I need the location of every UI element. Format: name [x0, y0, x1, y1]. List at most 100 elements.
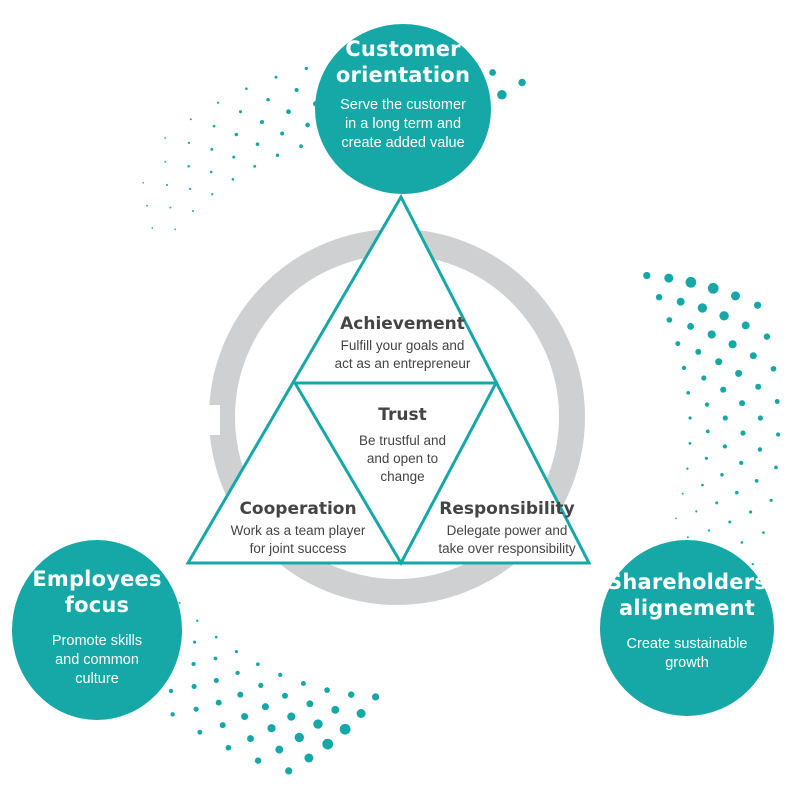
halftone-dot: [518, 78, 526, 87]
halftone-dot: [688, 442, 692, 445]
halftone-dot: [238, 110, 243, 114]
halftone-dot: [762, 531, 765, 534]
halftone-dot: [219, 722, 226, 729]
achievement-desc-line: act as an entrepreneur: [334, 356, 471, 371]
halftone-dot: [740, 541, 744, 544]
halftone-dot: [643, 271, 651, 280]
halftone-dot: [707, 529, 711, 532]
halftone-dot: [686, 536, 689, 539]
halftone-dot: [749, 510, 753, 514]
halftone-dot: [191, 683, 197, 689]
halftone-dot: [165, 183, 169, 187]
halftone-dot: [707, 330, 716, 339]
halftone-dot: [253, 164, 257, 168]
employees-focus-title-line1: Employees: [32, 567, 162, 591]
halftone-dot: [741, 321, 750, 330]
halftone-dot: [168, 688, 174, 694]
halftone-dot: [740, 430, 746, 436]
customer-orientation-desc-line: Serve the customer: [340, 97, 466, 113]
customer-orientation-title-line1: Customer: [345, 37, 461, 61]
halftone-dot: [241, 712, 249, 721]
halftone-dot: [187, 164, 190, 168]
halftone-dot: [686, 390, 691, 395]
halftone-dot: [234, 650, 238, 654]
halftone-dot: [209, 170, 213, 174]
halftone-dot: [245, 87, 248, 90]
halftone-dot: [278, 672, 283, 678]
halftone-dot: [707, 282, 719, 294]
customer-orientation-title-line2: orientation: [335, 63, 471, 87]
cooperation-section: Cooperation Work as a team player for jo…: [204, 498, 392, 558]
halftone-dot: [266, 97, 270, 102]
halftone-dot: [686, 467, 689, 470]
halftone-dot: [371, 693, 380, 701]
ring-gap: [180, 405, 220, 435]
halftone-dot: [722, 415, 728, 421]
halftone-dot: [286, 109, 291, 115]
halftone-dot: [151, 227, 154, 229]
halftone-dot: [664, 273, 674, 283]
employees-focus-title-line2: focus: [64, 593, 130, 617]
halftone-dot: [187, 141, 191, 145]
halftone-dot: [757, 415, 763, 421]
halftone-dot: [237, 691, 244, 698]
halftone-dot: [306, 700, 314, 708]
halftone-dot: [704, 456, 708, 460]
employees-focus-description: Promote skills and common culture: [12, 632, 182, 689]
halftone-dot: [739, 460, 744, 466]
halftone-dot: [304, 66, 308, 71]
halftone-dot: [142, 181, 145, 184]
halftone-dot: [769, 498, 773, 502]
halftone-dot: [774, 465, 778, 470]
customer-orientation-description: Serve the customer in a long term and cr…: [315, 96, 491, 153]
halftone-dot: [695, 348, 702, 355]
halftone-dot: [722, 444, 728, 449]
halftone-dot: [164, 137, 166, 139]
trust-desc-line: and open to: [366, 451, 439, 466]
shareholders-alignement-title-line1: Shareholders: [607, 570, 767, 594]
halftone-dot: [324, 687, 330, 693]
halftone-dot: [170, 712, 175, 717]
halftone-dot: [232, 155, 236, 159]
trust-section: Trust Be trustful and and open to change: [330, 404, 475, 486]
halftone-dot: [719, 311, 729, 321]
halftone-dot: [305, 122, 310, 128]
halftone-dot: [705, 429, 710, 434]
shareholders-alignement-title-line2: alignement: [619, 596, 755, 620]
halftone-dot: [214, 635, 218, 639]
halftone-dot: [280, 131, 285, 136]
halftone-dot: [255, 142, 260, 146]
halftone-dot: [287, 712, 296, 721]
halftone-dot: [753, 301, 762, 309]
cooperation-title: Cooperation: [239, 499, 357, 519]
halftone-dot: [231, 178, 235, 181]
halftone-dot: [169, 206, 172, 209]
halftone-dot: [300, 681, 306, 686]
halftone-dot: [193, 706, 199, 712]
halftone-dot: [697, 303, 708, 313]
halftone-dot: [751, 562, 754, 566]
halftone-dot: [681, 365, 687, 371]
halftone-dot: [715, 358, 723, 366]
halftone-dot: [188, 187, 192, 191]
customer-orientation-desc-line: in a long term and: [344, 116, 462, 132]
halftone-dot: [731, 291, 740, 301]
halftone-dot: [254, 757, 262, 764]
halftone-dot: [757, 447, 763, 452]
halftone-dot: [197, 729, 203, 735]
halftone-dot: [685, 276, 697, 288]
halftone-dot: [212, 124, 216, 128]
halftone-dot: [261, 703, 269, 711]
shareholders-alignement-desc-line: growth: [665, 655, 709, 671]
cooperation-desc-line: for joint success: [249, 541, 347, 556]
customer-orientation-desc-line: create added value: [341, 135, 465, 151]
halftone-dot: [235, 670, 240, 676]
responsibility-desc-line: take over responsibility: [438, 541, 576, 556]
achievement-section: Achievement Fulfill your goals and act a…: [300, 313, 505, 373]
halftone-dot: [701, 483, 704, 487]
trust-desc-line: change: [380, 469, 425, 484]
achievement-desc-line: Fulfill your goals and: [340, 338, 465, 353]
halftone-dot: [704, 402, 710, 407]
halftone-dot: [191, 661, 196, 667]
